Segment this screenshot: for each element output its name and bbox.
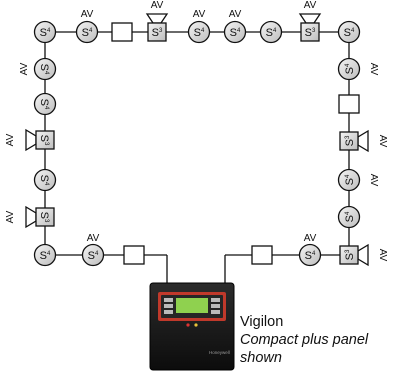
- isolator-module: [111, 22, 133, 42]
- sounder-s3: S3: [298, 13, 322, 42]
- sensor-s4: S4: [259, 20, 283, 44]
- sounder-s3: S3: [25, 128, 55, 152]
- device-label: S4: [38, 175, 50, 186]
- device-label: S3: [344, 135, 356, 146]
- device-label: S4: [38, 99, 50, 110]
- caption-title: Vigilon: [240, 314, 284, 330]
- sensor-s4: S4: [187, 20, 211, 44]
- device-label: S4: [88, 250, 99, 262]
- sensor-s4: S4: [337, 57, 361, 81]
- av-label: AV: [193, 9, 206, 20]
- panel-caption: Vigilon Compact plus panel shown: [240, 313, 368, 367]
- av-label: AV: [5, 210, 16, 223]
- device-label: S4: [82, 27, 93, 39]
- device-label: S4: [305, 250, 316, 262]
- sensor-s4: S4: [337, 205, 361, 229]
- av-label: AV: [151, 0, 164, 11]
- sensor-s4: S4: [33, 57, 57, 81]
- sensor-s4: S4: [337, 168, 361, 192]
- av-label: AV: [229, 9, 242, 20]
- av-label: AV: [304, 233, 317, 244]
- panel-display-screen: [176, 298, 208, 313]
- sensor-s4: S4: [33, 92, 57, 116]
- sounder-s3: S3: [339, 129, 369, 153]
- sounder-s3: S3: [339, 243, 369, 267]
- caption-subtitle-line1: Compact plus panel: [240, 332, 369, 348]
- device-label: S4: [344, 63, 356, 74]
- device-label: S3: [344, 249, 356, 260]
- panel-brand-label: Honeywell: [209, 350, 230, 355]
- sensor-s4: S4: [75, 20, 99, 44]
- device-label: S3: [38, 135, 50, 146]
- sensor-s4: S4: [337, 20, 361, 44]
- av-label: AV: [19, 62, 30, 75]
- av-label: AV: [81, 9, 94, 20]
- device-label: S4: [194, 27, 205, 39]
- device-label: S3: [305, 27, 316, 39]
- av-label: AV: [368, 174, 379, 187]
- device-label: S4: [40, 27, 51, 39]
- isolator-module: [251, 245, 273, 265]
- sensor-s4: S4: [81, 243, 105, 267]
- sensor-s4: S4: [33, 168, 57, 192]
- device-label: S4: [230, 27, 241, 39]
- sensor-s4: S4: [298, 243, 322, 267]
- device-label: S4: [344, 211, 356, 222]
- sounder-s3: S3: [145, 13, 169, 42]
- av-label: AV: [5, 133, 16, 146]
- device-label: S4: [38, 64, 50, 75]
- sensor-s4: S4: [33, 243, 57, 267]
- sensor-s4: S4: [223, 20, 247, 44]
- device-label: S4: [266, 27, 277, 39]
- control-panel: Honeywell: [149, 282, 235, 371]
- sensor-s4: S4: [33, 20, 57, 44]
- device-label: S4: [40, 250, 51, 262]
- device-label: S3: [38, 212, 50, 223]
- device-label: S3: [152, 27, 163, 39]
- av-label: AV: [377, 249, 388, 262]
- av-label: AV: [304, 0, 317, 11]
- sounder-s3: S3: [25, 205, 55, 229]
- isolator-module: [123, 245, 145, 265]
- av-label: AV: [377, 135, 388, 148]
- device-label: S4: [344, 27, 355, 39]
- isolator-module: [338, 94, 360, 114]
- av-label: AV: [368, 63, 379, 76]
- device-label: S4: [344, 174, 356, 185]
- av-label: AV: [87, 233, 100, 244]
- caption-subtitle-line2: shown: [240, 350, 282, 366]
